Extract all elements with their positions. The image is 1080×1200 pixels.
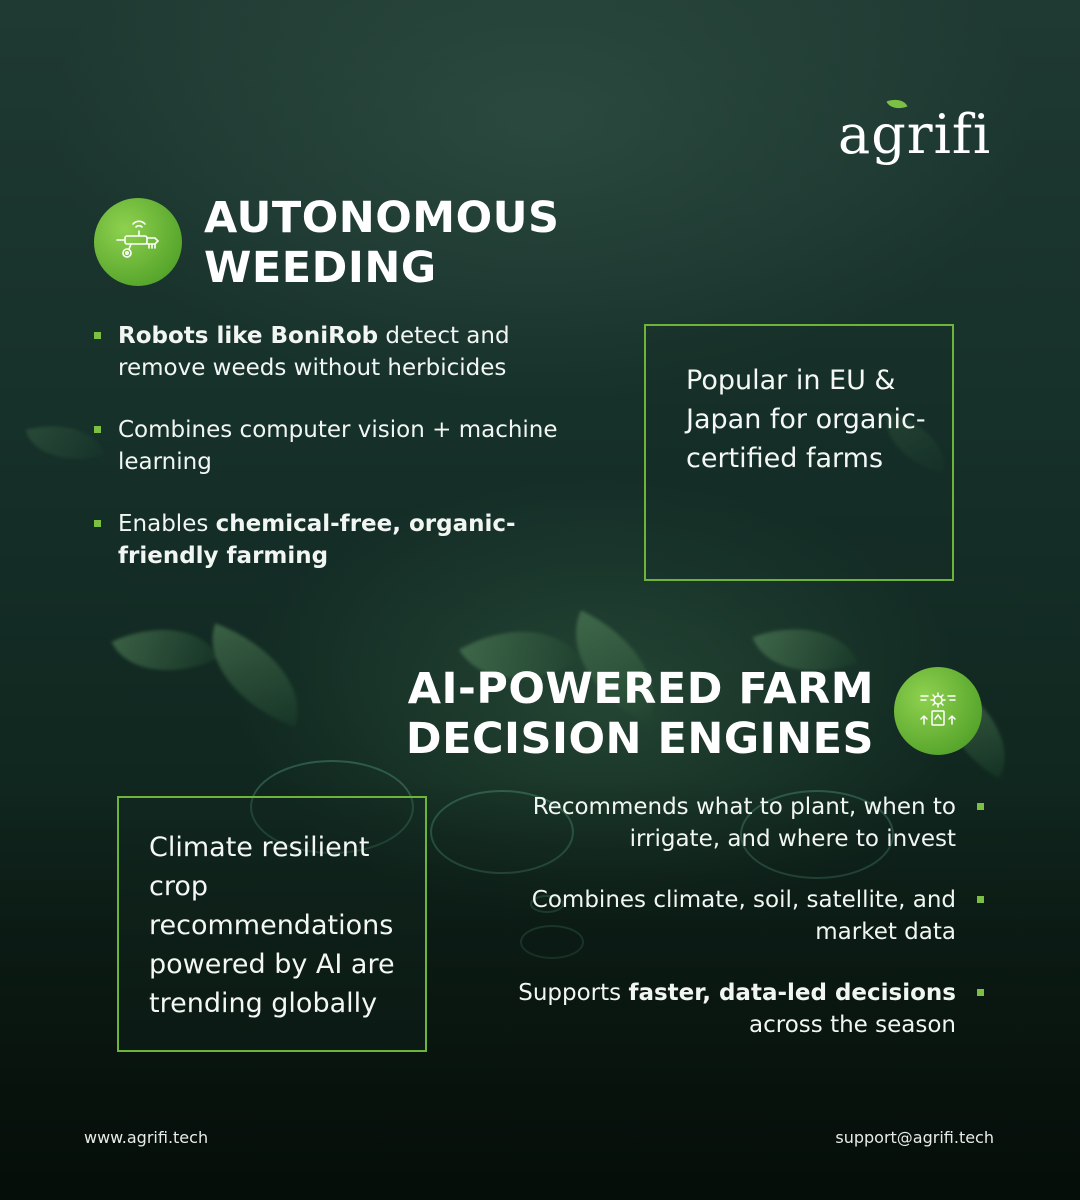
section-title-ai-decision-engines: AI-POWERED FARM DECISION ENGINES: [405, 664, 874, 764]
list-item: Combines climate, soil, satellite, and m…: [496, 884, 984, 948]
soil-background: [0, 780, 1080, 1200]
ai-decision-engine-icon: [894, 667, 982, 755]
callout-box-popular-eu-japan: Popular in EU & Japan for organic-certif…: [644, 324, 954, 581]
footer-website[interactable]: www.agrifi.tech: [84, 1128, 209, 1147]
weeding-bullet-list: Robots like BoniRob detect and remove we…: [94, 320, 558, 602]
list-item: Recommends what to plant, when to irriga…: [496, 791, 984, 855]
callout-box-climate-resilient: Climate resilient crop recommendations p…: [117, 796, 427, 1052]
decision-engine-bullet-list: Recommends what to plant, when to irriga…: [496, 791, 984, 1070]
footer-email[interactable]: support@agrifi.tech: [835, 1128, 994, 1147]
logo-text: agrifi: [838, 103, 992, 166]
list-item: Robots like BoniRob detect and remove we…: [94, 320, 558, 384]
list-item: Supports faster, data-led decisions acro…: [496, 977, 984, 1041]
list-item: Combines computer vision + machine learn…: [94, 414, 558, 478]
list-item: Enables chemical-free, organic-friendly …: [94, 508, 558, 572]
section-title-autonomous-weeding: AUTONOMOUS WEEDING: [204, 193, 560, 293]
weeding-robot-icon: [94, 198, 182, 286]
agrifi-logo: agrifi: [838, 95, 998, 170]
